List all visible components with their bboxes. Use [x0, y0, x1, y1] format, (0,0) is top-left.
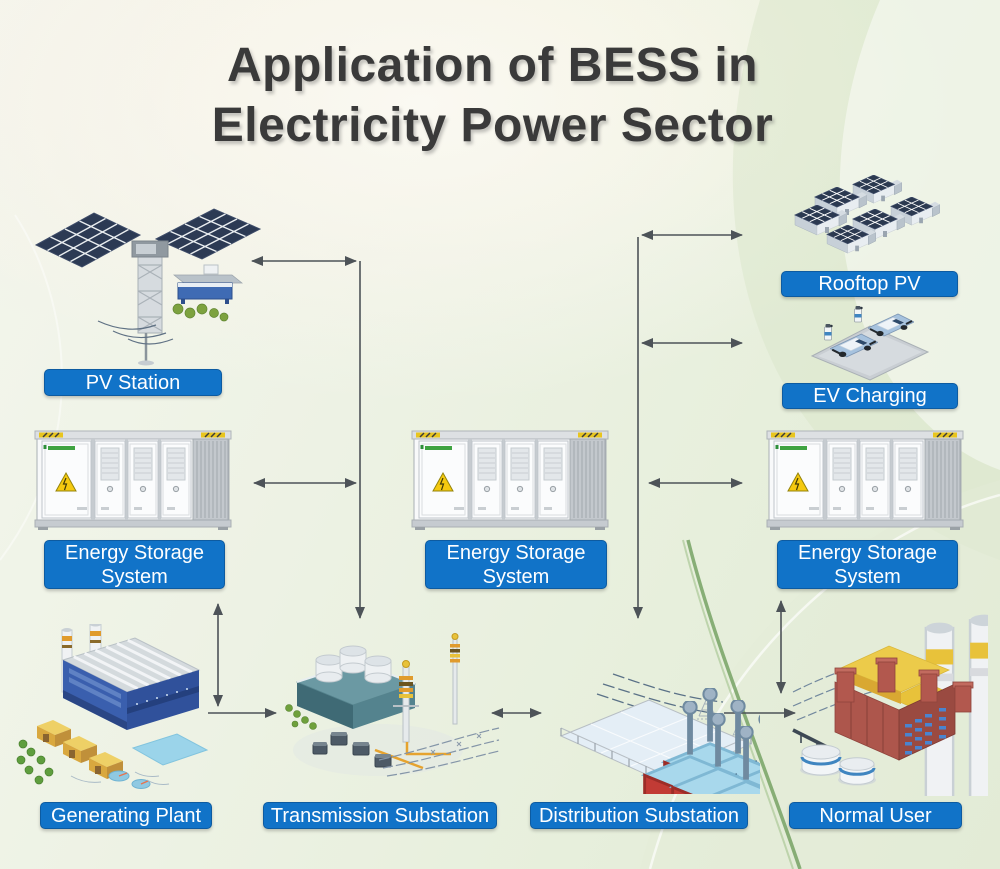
battery-container-illustration — [410, 423, 617, 533]
cooling-pond — [131, 733, 209, 766]
solar-panel-array-left — [34, 212, 142, 268]
distribution-substation-illustration — [559, 673, 760, 794]
factory-building-illustration — [792, 614, 988, 796]
power-plant-illustration — [16, 624, 209, 789]
label-generating-plant: Generating Plant — [40, 802, 212, 829]
bushes — [172, 303, 229, 322]
storage-tanks — [800, 744, 876, 786]
label-ess-center: Energy Storage System — [425, 540, 607, 589]
clarifier-tanks — [108, 770, 151, 789]
charging-post — [824, 324, 833, 341]
ev-charging-illustration — [810, 306, 930, 381]
label-rooftop-pv: Rooftop PV — [781, 271, 958, 297]
trees — [16, 739, 54, 785]
busbar-pipes — [374, 742, 451, 770]
label-ess-right: Energy Storage System — [777, 540, 958, 589]
inverter-station — [173, 264, 243, 304]
rooftop-pv-illustration — [794, 175, 940, 254]
label-ev-charging: EV Charging — [782, 383, 958, 409]
lattice-tower — [131, 240, 169, 334]
page-title: Application of BESS in Electricity Power… — [0, 36, 985, 155]
window-grid — [905, 708, 946, 755]
title-line-2: Electricity Power Sector — [211, 98, 774, 152]
charging-post — [854, 306, 863, 323]
bushes — [285, 704, 317, 730]
battery-container-illustration — [765, 423, 972, 533]
label-transmission-substation: Transmission Substation — [263, 802, 497, 829]
label-ess-left: Energy Storage System — [44, 540, 225, 589]
title-line-1: Application of BESS in — [226, 39, 758, 92]
label-pv-station: PV Station — [44, 369, 222, 396]
main-building — [61, 637, 201, 730]
power-pole — [97, 320, 174, 366]
label-normal-user: Normal User — [789, 802, 962, 829]
power-lines — [378, 727, 500, 777]
transmission-substation-illustration — [285, 633, 500, 777]
storage-tanks — [315, 645, 392, 684]
solar-panel-array-right — [154, 208, 262, 260]
ground-marks — [70, 771, 170, 785]
battery-container-illustration — [33, 423, 240, 533]
insulator-marks — [430, 733, 482, 755]
label-distribution-substation: Distribution Substation — [530, 802, 748, 829]
transmission-tower-back — [450, 633, 460, 725]
switchgear-boxes — [312, 732, 392, 768]
chimney-pedestals — [834, 657, 974, 713]
pv-station-illustration — [34, 208, 262, 366]
